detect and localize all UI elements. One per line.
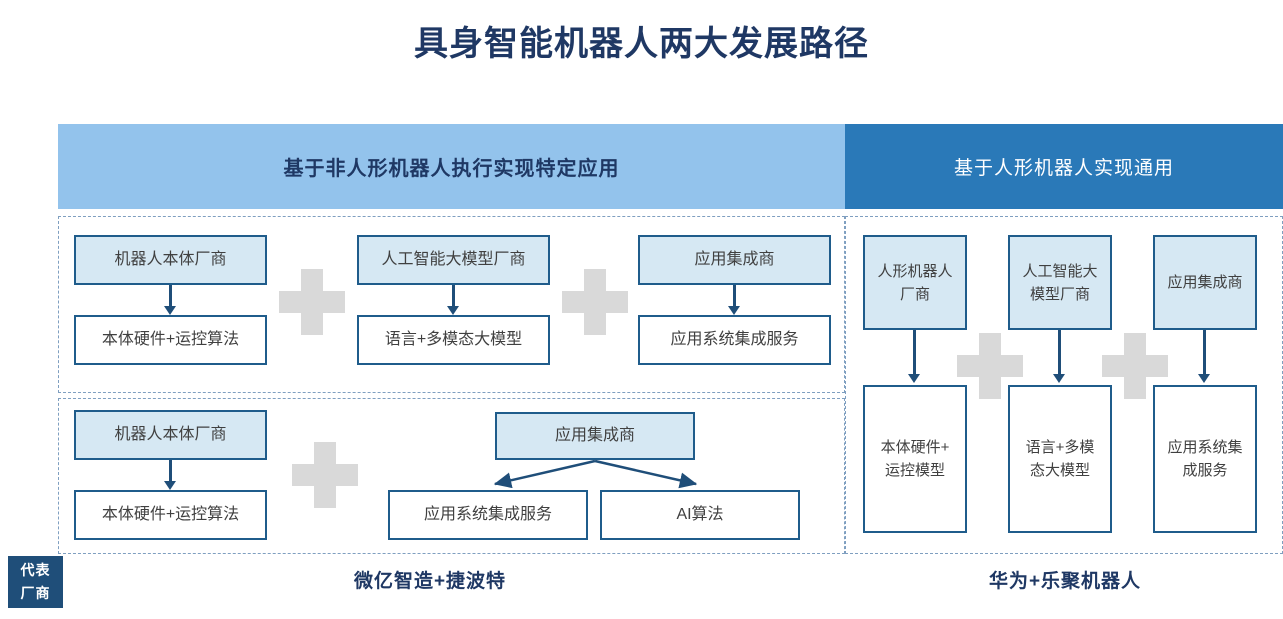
plus-icon-right-2 <box>1102 333 1168 399</box>
node-left2-child-2[interactable]: AI算法 <box>600 490 800 540</box>
node-right-vendor-1-line1: 人形机器人 <box>877 262 953 280</box>
left-group-1-container <box>58 216 845 393</box>
arrow-right-3-head <box>1198 374 1210 383</box>
node-right-vendor-3-line1: 应用集成商 <box>1167 274 1243 291</box>
plus-icon-left1-1 <box>279 269 345 335</box>
node-right-output-1-line2: 运控模型 <box>884 462 945 479</box>
node-left1-output-2[interactable]: 语言+多模态大模型 <box>357 315 550 365</box>
node-right-vendor-1[interactable]: 人形机器人 厂商 <box>863 235 967 330</box>
arrow-left2-head <box>164 481 176 490</box>
representative-vendors-badge: 代表 厂商 <box>8 556 63 608</box>
arrow-right-1-head <box>908 374 920 383</box>
plus-icon-left1-2 <box>562 269 628 335</box>
plus-icon-right-1 <box>957 333 1023 399</box>
arrow-left1-2-head <box>447 306 459 315</box>
node-right-vendor-2[interactable]: 人工智能大 模型厂商 <box>1008 235 1112 330</box>
plus-icon-left2 <box>292 442 358 508</box>
badge-line1: 代表 <box>20 562 51 578</box>
node-right-output-2-line1: 语言+多模 <box>1025 439 1095 456</box>
left-group-2-container <box>58 398 845 554</box>
node-left1-vendor-2[interactable]: 人工智能大模型厂商 <box>357 235 550 285</box>
node-right-vendor-2-line1: 人工智能大 <box>1022 262 1098 280</box>
arrow-right-2-shaft <box>1058 330 1061 378</box>
node-left1-vendor-3[interactable]: 应用集成商 <box>638 235 831 285</box>
arrow-left1-2-shaft <box>452 285 455 310</box>
arrow-left1-1-shaft <box>169 285 172 310</box>
right-footer-vendors: 华为+乐聚机器人 <box>988 571 1142 592</box>
node-left2-output[interactable]: 本体硬件+运控算法 <box>74 490 267 540</box>
node-left1-vendor-1[interactable]: 机器人本体厂商 <box>74 235 267 285</box>
node-left2-vendor[interactable]: 机器人本体厂商 <box>74 410 267 460</box>
node-right-vendor-2-line2: 模型厂商 <box>1029 285 1090 303</box>
arrow-right-2-head <box>1053 374 1065 383</box>
node-right-output-2-line2: 态大模型 <box>1029 462 1090 479</box>
arrow-left1-3-shaft <box>733 285 736 310</box>
arrow-right-1-shaft <box>913 330 916 378</box>
left-footer-vendors: 微亿智造+捷波特 <box>353 571 507 592</box>
node-right-output-3[interactable]: 应用系统集 成服务 <box>1153 385 1257 533</box>
left-path-header: 基于非人形机器人执行实现特定应用 <box>58 124 845 209</box>
node-right-output-3-line2: 成服务 <box>1182 462 1228 479</box>
badge-line2: 厂商 <box>20 585 51 601</box>
arrow-left2-shaft <box>169 460 172 485</box>
node-left1-output-1[interactable]: 本体硬件+运控算法 <box>74 315 267 365</box>
arrow-right-3-shaft <box>1203 330 1206 378</box>
node-right-output-1[interactable]: 本体硬件+ 运控模型 <box>863 385 967 533</box>
node-left2-integrator[interactable]: 应用集成商 <box>495 412 695 460</box>
page-title: 具身智能机器人两大发展路径 <box>414 25 869 63</box>
node-right-output-2[interactable]: 语言+多模 态大模型 <box>1008 385 1112 533</box>
node-right-output-3-line1: 应用系统集 <box>1167 439 1243 456</box>
node-right-output-1-line1: 本体硬件+ <box>880 439 950 456</box>
node-right-vendor-3[interactable]: 应用集成商 <box>1153 235 1257 330</box>
right-path-header: 基于人形机器人实现通用 <box>845 124 1283 209</box>
node-left1-output-3[interactable]: 应用系统集成服务 <box>638 315 831 365</box>
node-left2-child-1[interactable]: 应用系统集成服务 <box>388 490 588 540</box>
arrow-left1-1-head <box>164 306 176 315</box>
node-right-vendor-1-line2: 厂商 <box>899 285 930 303</box>
arrow-left1-3-head <box>728 306 740 315</box>
